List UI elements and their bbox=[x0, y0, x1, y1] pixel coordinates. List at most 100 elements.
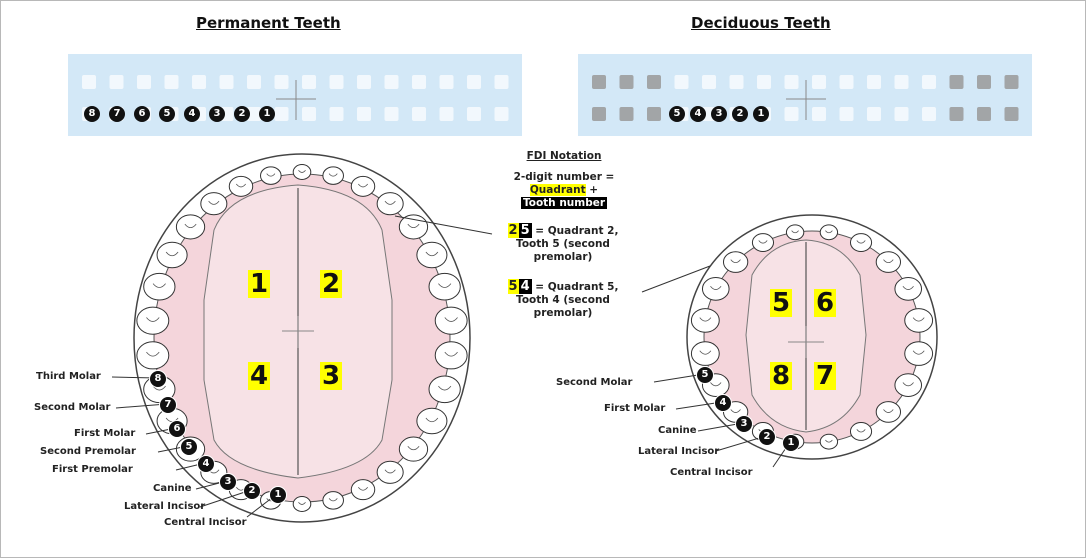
permanent-chart-cell bbox=[275, 107, 289, 121]
permanent-chart-cell bbox=[412, 107, 426, 121]
permanent-tooth bbox=[351, 480, 374, 500]
permanent-tooth bbox=[176, 215, 204, 239]
deciduous-dental-arch bbox=[687, 215, 937, 459]
permanent-tooth bbox=[323, 167, 344, 185]
fdi-line-2: Quadrant + bbox=[498, 184, 630, 197]
permanent-tooth bbox=[399, 437, 427, 461]
deciduous-tooth bbox=[786, 225, 803, 240]
deciduous-chart-cell bbox=[592, 107, 606, 121]
permanent-chart-cell bbox=[440, 75, 454, 89]
example-54-text-a: = Quadrant 5, bbox=[532, 281, 619, 293]
deciduous-chart-cell bbox=[785, 107, 799, 121]
permanent-tooth-badge-1: 1 bbox=[269, 486, 287, 504]
deciduous-tooth bbox=[691, 309, 719, 333]
deciduous-tooth bbox=[820, 434, 837, 449]
deciduous-tooth bbox=[850, 422, 871, 440]
permanent-quadrant-1: 1 bbox=[248, 270, 270, 298]
permanent-tooth-badge-7: 7 bbox=[159, 396, 177, 414]
deciduous-chart-number-3: 3 bbox=[711, 106, 727, 122]
fdi-quadrant-highlight: Quadrant bbox=[530, 184, 586, 196]
permanent-chart-cell bbox=[440, 107, 454, 121]
deciduous-chart-cell bbox=[620, 107, 634, 121]
permanent-tooth-badge-3: 3 bbox=[219, 473, 237, 491]
permanent-label-third-molar: Third Molar bbox=[36, 371, 101, 382]
deciduous-tooth bbox=[895, 278, 922, 301]
deciduous-chart-number-2: 2 bbox=[732, 106, 748, 122]
permanent-tooth bbox=[144, 273, 175, 300]
example-25-text-a: = Quadrant 2, bbox=[532, 225, 619, 237]
deciduous-chart-number-4: 4 bbox=[690, 106, 706, 122]
permanent-tooth-badge-6: 6 bbox=[168, 420, 186, 438]
permanent-tooth bbox=[435, 342, 467, 369]
deciduous-quadrant-5: 5 bbox=[770, 289, 792, 317]
permanent-tooth-badge-4: 4 bbox=[197, 455, 215, 473]
deciduous-chart-cell bbox=[620, 75, 634, 89]
permanent-chart-cell bbox=[385, 107, 399, 121]
example-54-text-c: premolar) bbox=[488, 307, 638, 320]
permanent-tooth bbox=[137, 342, 169, 369]
permanent-chart-number-7: 7 bbox=[109, 106, 125, 122]
deciduous-chart-cell bbox=[647, 75, 661, 89]
deciduous-tooth bbox=[691, 342, 719, 366]
permanent-tooth bbox=[201, 193, 227, 215]
permanent-tooth bbox=[323, 492, 344, 510]
deciduous-chart-cell bbox=[867, 107, 881, 121]
permanent-chart-cell bbox=[247, 75, 261, 89]
permanent-label-first-premolar: First Premolar bbox=[52, 464, 133, 475]
deciduous-chart-cell bbox=[592, 75, 606, 89]
deciduous-tooth bbox=[752, 234, 773, 252]
deciduous-tooth-badge-1: 1 bbox=[782, 434, 800, 452]
fdi-example-54-line-1: 54 = Quadrant 5, bbox=[488, 280, 638, 294]
deciduous-chart-cell bbox=[950, 75, 964, 89]
fdi-plus: + bbox=[586, 184, 598, 196]
deciduous-tooth-badge-4: 4 bbox=[714, 394, 732, 412]
example-54-tooth-digit: 4 bbox=[519, 279, 532, 294]
deciduous-label-first-molar: First Molar bbox=[604, 403, 665, 414]
permanent-chart-cell bbox=[495, 107, 509, 121]
fdi-notation-panel: FDI Notation 2-digit number = Quadrant +… bbox=[498, 150, 630, 210]
permanent-label-central-incisor: Central Incisor bbox=[164, 517, 247, 528]
permanent-label-second-premolar: Second Premolar bbox=[40, 446, 136, 457]
permanent-tooth bbox=[417, 408, 447, 434]
deciduous-quadrant-6: 6 bbox=[814, 289, 836, 317]
permanent-chart-cell bbox=[220, 75, 234, 89]
fdi-line-3: Tooth number bbox=[498, 197, 630, 210]
deciduous-tooth bbox=[905, 309, 933, 333]
deciduous-chart-cell bbox=[977, 107, 991, 121]
permanent-chart-cell bbox=[137, 75, 151, 89]
permanent-chart-number-2: 2 bbox=[234, 106, 250, 122]
permanent-label-lateral-incisor: Lateral Incisor bbox=[124, 501, 205, 512]
permanent-tooth bbox=[435, 307, 467, 334]
deciduous-quadrant-8: 8 bbox=[770, 362, 792, 390]
deciduous-tooth bbox=[820, 225, 837, 240]
permanent-tooth bbox=[377, 461, 403, 483]
fdi-notation-title: FDI Notation bbox=[498, 150, 630, 163]
deciduous-tooth bbox=[702, 278, 729, 301]
permanent-chart-cell bbox=[110, 75, 124, 89]
deciduous-label-central-incisor: Central Incisor bbox=[670, 467, 753, 478]
permanent-chart-cell bbox=[82, 75, 96, 89]
permanent-chart-number-8: 8 bbox=[84, 106, 100, 122]
deciduous-chart-cell bbox=[950, 107, 964, 121]
permanent-quadrant-3: 3 bbox=[320, 362, 342, 390]
permanent-chart-cell bbox=[302, 75, 316, 89]
deciduous-tooth bbox=[876, 252, 900, 273]
permanent-chart-cell bbox=[495, 75, 509, 89]
permanent-label-canine: Canine bbox=[153, 483, 192, 494]
deciduous-chart-cell bbox=[785, 75, 799, 89]
fdi-tooth-number-highlight: Tooth number bbox=[521, 197, 607, 209]
deciduous-chart-cells bbox=[592, 75, 1019, 121]
permanent-tooth bbox=[429, 273, 460, 300]
deciduous-chart-cell bbox=[840, 107, 854, 121]
permanent-quadrant-2: 2 bbox=[320, 270, 342, 298]
permanent-tooth bbox=[157, 242, 187, 268]
deciduous-chart-cell bbox=[1005, 107, 1019, 121]
permanent-tooth bbox=[417, 242, 447, 268]
permanent-chart-cell bbox=[330, 75, 344, 89]
permanent-tooth bbox=[293, 497, 311, 512]
permanent-chart-cell bbox=[192, 75, 206, 89]
deciduous-chart-cell bbox=[812, 75, 826, 89]
